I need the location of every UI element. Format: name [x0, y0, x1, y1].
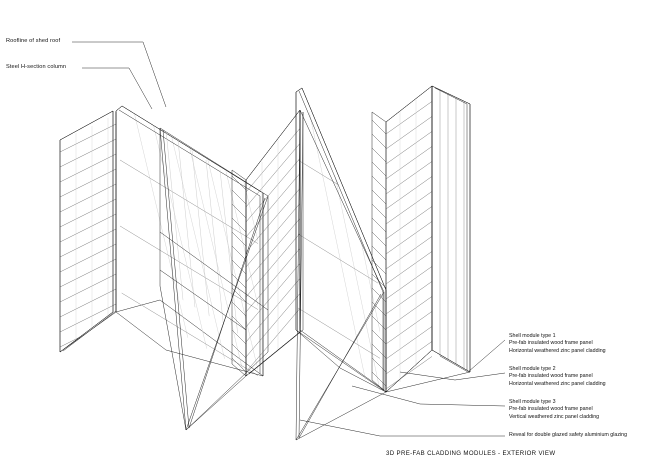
callout-line: Vertical weathered zinc panel cladding: [509, 413, 600, 420]
callout-line: Shell module type 1: [509, 333, 556, 339]
callout-steel-column-label: Steel H-section column: [6, 64, 67, 70]
callout-line: Pre-fab insulated wood frame panel: [509, 406, 593, 413]
callout-roofline-label: Roofline of shed roof: [6, 38, 61, 44]
callout-shell-module-type-2: Shell module type 2 Pre-fab insulated wo…: [509, 366, 606, 388]
module-right-glazed-panel: [295, 87, 387, 393]
module-far-right-slat-panel: [385, 85, 433, 393]
ground-edges: [59, 311, 471, 441]
module-left-vee-fold: [159, 127, 269, 431]
hatched-edge-band-right: [371, 111, 387, 393]
callout-line: Pre-fab insulated wood frame panel: [509, 373, 593, 380]
drawing-title: 3D PRE-FAB CLADDING MODULES - EXTERIOR V…: [386, 450, 556, 457]
right-callout-leaders: [299, 339, 506, 437]
module-left-glazed-panel: [115, 105, 264, 378]
callout-shell-module-type-1: Shell module type 1 Pre-fab insulated wo…: [509, 333, 606, 355]
callout-glazing-reveal: Reveal for double glazed safety aluminiu…: [509, 432, 627, 439]
callout-roofline: Roofline of shed roof: [6, 38, 60, 45]
module-far-right-vertical-cladding: [431, 85, 471, 373]
callout-steel-column: Steel H-section column: [6, 64, 66, 71]
module-left-slat-wing: [59, 110, 117, 353]
callout-line: Pre-fab insulated wood frame panel: [509, 340, 593, 347]
callout-line: Horizontal weathered zinc panel cladding: [509, 347, 606, 354]
callout-line: Shell module type 2: [509, 366, 556, 372]
callout-shell-module-type-3: Shell module type 3 Pre-fab insulated wo…: [509, 399, 599, 421]
module-center-slat-panel: [245, 109, 304, 377]
callout-line: Shell module type 3: [509, 399, 556, 405]
callout-line: Horizontal weathered zinc panel cladding: [509, 380, 606, 387]
hatched-edge-band-left: [231, 169, 247, 377]
callout-line: Reveal for double glazed safety aluminiu…: [509, 432, 628, 438]
module-right-vee-fold: [295, 109, 385, 441]
left-callout-leaders: [72, 41, 167, 110]
